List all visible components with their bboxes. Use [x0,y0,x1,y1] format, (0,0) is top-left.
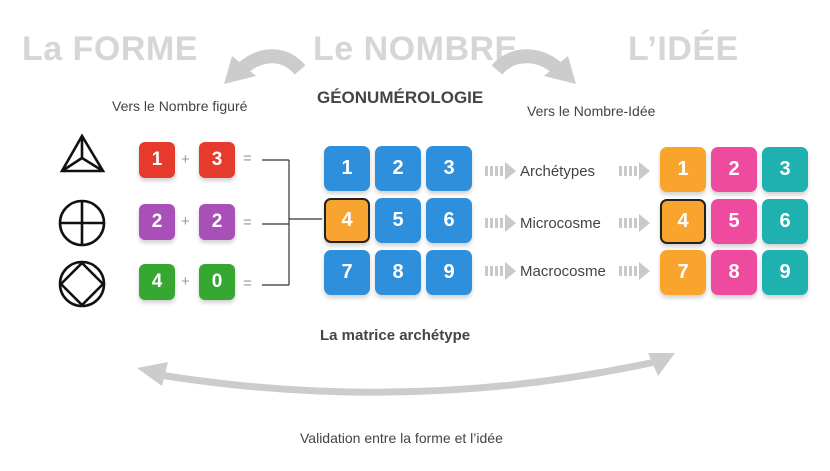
equation-tile: 3 [199,142,235,178]
equation-tile: 4 [139,264,175,300]
matrix-cell: 3 [426,146,472,191]
matrix-cell-highlighted: 4 [324,198,370,243]
equals-sign: = [243,214,252,231]
row-label-archetypes: Archétypes [520,163,596,180]
idea-cell: 7 [660,250,706,295]
equation-tile: 2 [139,204,175,240]
matrix-cell: 6 [426,198,472,243]
idea-cell: 5 [711,199,757,244]
curved-arrow-right-icon [491,49,576,84]
heading-nombre: Le NOMBRE [313,30,518,68]
left-caption: Vers le Nombre figuré [112,98,248,114]
heading-idee: L’IDÉE [628,30,739,68]
equation-tile: 2 [199,204,235,240]
equation-tile: 1 [139,142,175,178]
equals-sign: = [243,275,252,292]
circle-diamond-icon [58,260,106,308]
matrix-cell: 5 [375,198,421,243]
matrix-cell: 2 [375,146,421,191]
matrix-cell: 9 [426,250,472,295]
matrix-cell: 7 [324,250,370,295]
double-arrow-arc-icon [137,353,675,396]
idea-cell: 8 [711,250,757,295]
idea-cell: 9 [762,250,808,295]
heading-forme: La FORME [22,30,198,68]
row-label-microcosme: Microcosme [520,215,601,232]
equals-sign: = [243,150,252,167]
plus-sign: + [181,213,190,230]
plus-sign: + [181,151,190,168]
curved-arrow-left-icon [224,49,306,84]
matrix-caption: La matrice archétype [320,327,471,344]
striped-arrows [485,162,650,280]
matrix-cell: 8 [375,250,421,295]
idea-cell-highlighted: 4 [660,199,706,244]
idea-cell: 3 [762,147,808,192]
matrix-cell: 1 [324,146,370,191]
right-caption: Vers le Nombre-Idée [527,103,656,119]
idea-cell: 1 [660,147,706,192]
idea-cell: 2 [711,147,757,192]
triangle-icon [59,133,106,173]
connector-bracket [262,159,322,286]
plus-sign: + [181,273,190,290]
row-label-macrocosme: Macrocosme [520,263,606,280]
geonumerologie-label: GÉONUMÉROLOGIE [317,88,484,107]
idea-cell: 6 [762,199,808,244]
equation-tile: 0 [199,264,235,300]
circle-cross-icon [58,199,106,247]
bottom-caption: Validation entre la forme et l’idée [300,430,503,446]
